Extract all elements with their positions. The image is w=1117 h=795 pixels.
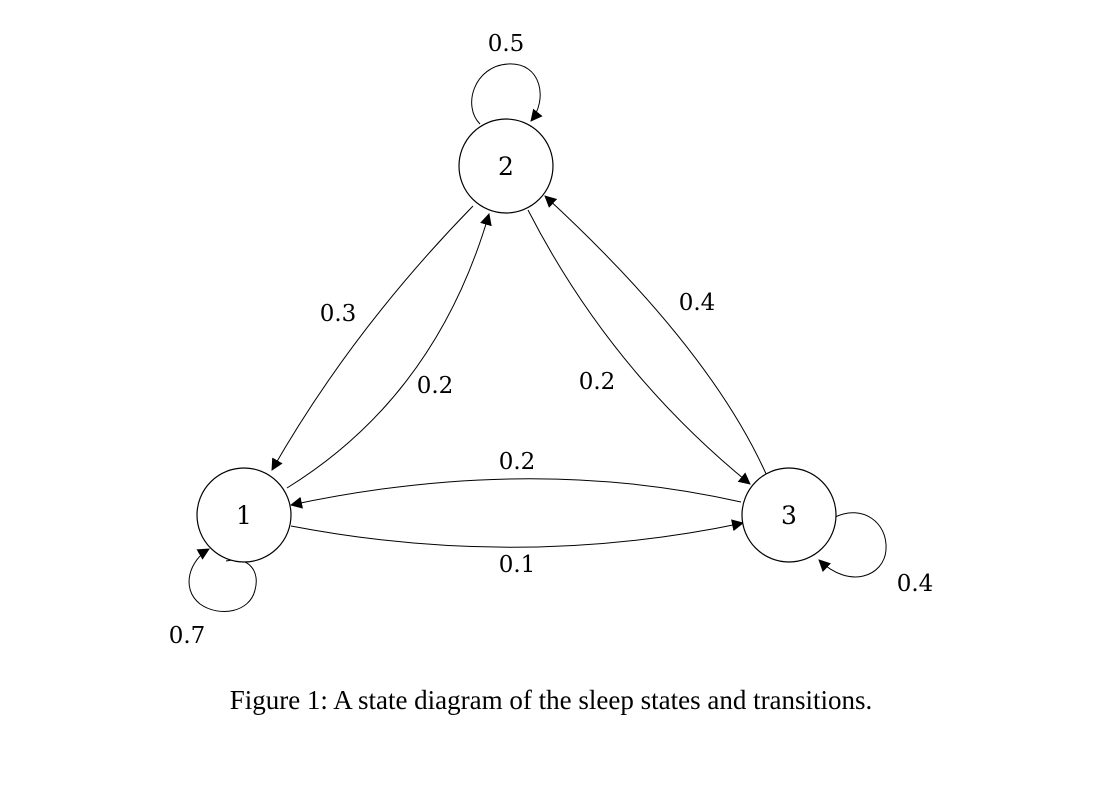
edge-labels: 0.7 0.5 0.4 0.3 0.2 0.2 0.4 0.2 0.1 [169,31,934,649]
node-2: 2 [458,118,554,214]
edge-label-2-to-3: 0.2 [579,369,616,395]
edge-label-3-to-2: 0.4 [679,290,716,316]
edge-1-to-3 [290,519,744,548]
edge-2-to-1 [271,205,474,471]
edge-label-2-to-2: 0.5 [488,31,525,57]
node-2-label: 2 [498,152,514,181]
node-1-label: 1 [236,501,252,530]
node-3: 3 [741,467,837,563]
edge-1-to-1 [188,548,257,612]
edge-label-1-to-1: 0.7 [169,623,206,649]
edge-2-to-2 [471,63,543,125]
edge-2-to-3 [527,209,751,485]
edges [188,63,887,612]
node-3-label: 3 [781,501,797,530]
edge-label-1-to-2: 0.2 [417,373,454,399]
edge-label-2-to-1: 0.3 [320,301,357,327]
edge-label-3-to-1: 0.2 [499,449,536,475]
node-1: 1 [196,467,292,563]
edge-3-to-2 [544,195,768,477]
edge-3-to-3 [818,512,887,578]
edge-label-3-to-3: 0.4 [897,571,934,597]
nodes: 1 2 3 [196,118,837,563]
figure-caption: Figure 1: A state diagram of the sleep s… [230,685,873,715]
edge-3-to-1 [290,478,742,509]
edge-1-to-2 [286,213,492,489]
edge-label-1-to-3: 0.1 [499,552,536,578]
